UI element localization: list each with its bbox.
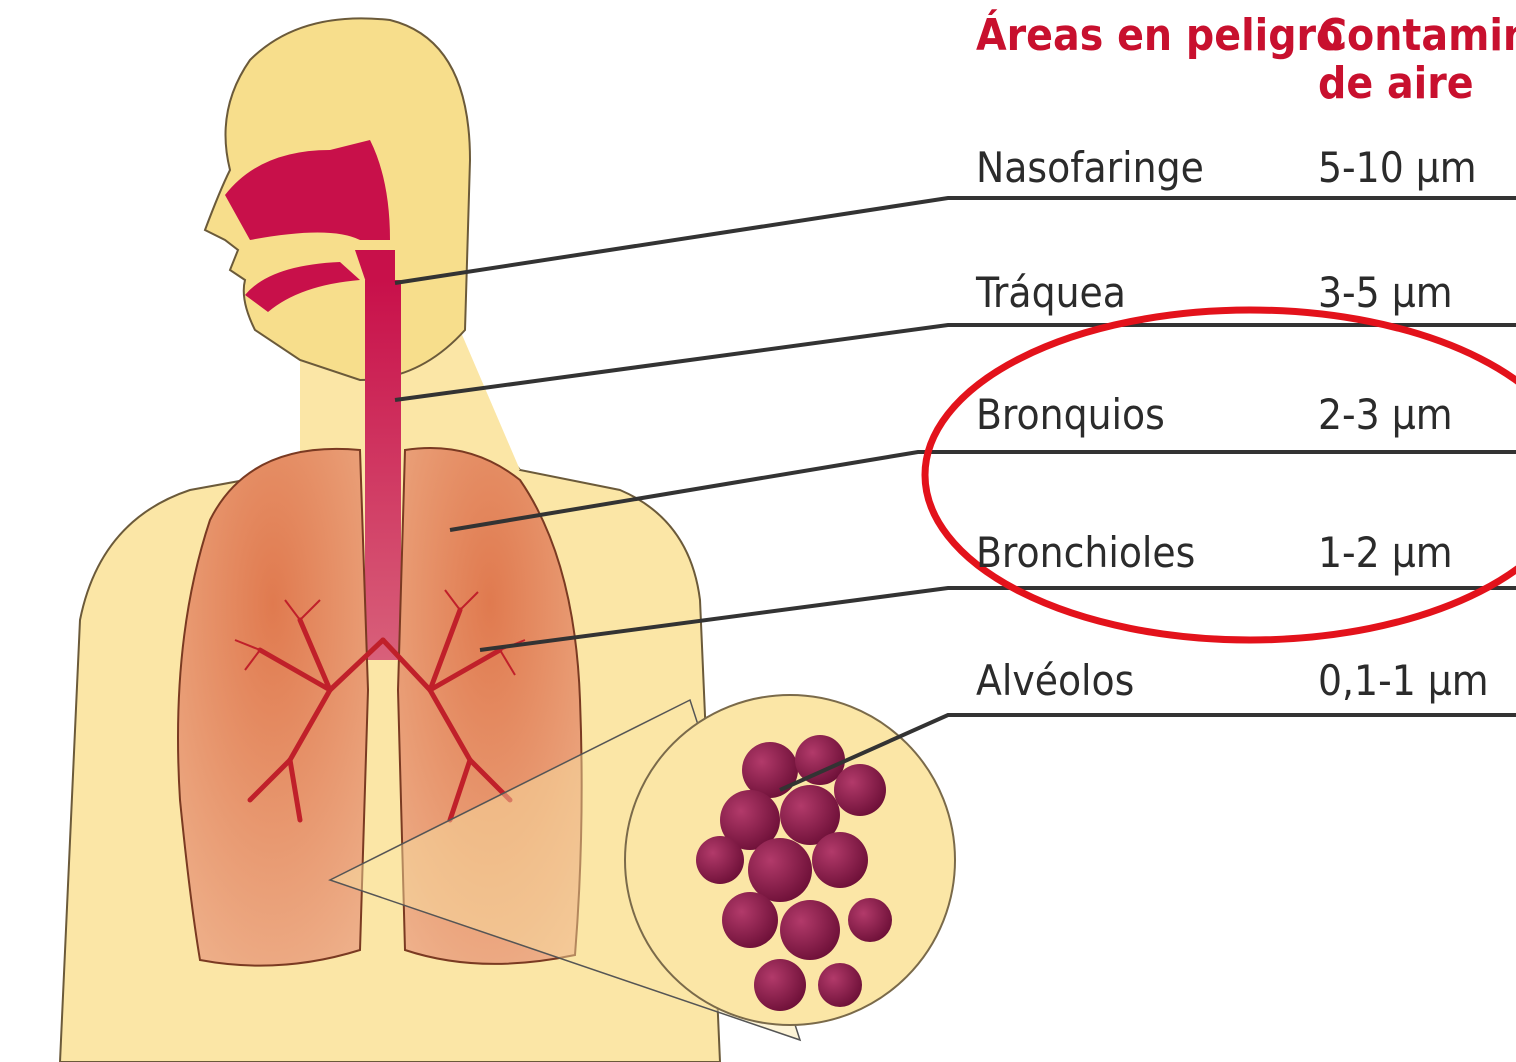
header-contaminant-line2: de aire — [1318, 60, 1474, 108]
leader-line-traquea — [395, 325, 1516, 400]
header-contaminant-line1: Contamina — [1318, 12, 1516, 60]
highlight-ellipse — [925, 310, 1516, 640]
size-label-traquea: 3-5 µm — [1318, 270, 1453, 316]
header-areas: Áreas en peligro — [976, 12, 1343, 60]
size-label-nasofaringe: 5-10 µm — [1318, 145, 1477, 191]
area-label-nasofaringe: Nasofaringe — [976, 145, 1204, 191]
area-label-bronquios: Bronquios — [976, 392, 1165, 438]
area-label-traquea: Tráquea — [976, 270, 1126, 316]
area-label-alveolos: Alvéolos — [976, 658, 1134, 704]
area-label-bronchioles: Bronchioles — [976, 530, 1195, 576]
size-label-bronchioles: 1-2 µm — [1318, 530, 1453, 576]
size-label-bronquios: 2-3 µm — [1318, 392, 1453, 438]
size-label-alveolos: 0,1-1 µm — [1318, 658, 1489, 704]
trachea-shape — [365, 280, 401, 660]
